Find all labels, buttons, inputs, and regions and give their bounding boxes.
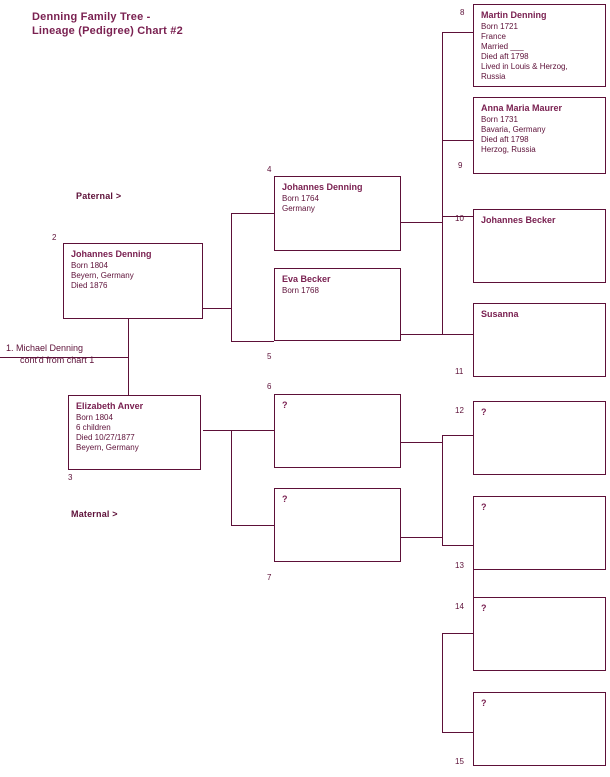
person-name: Elizabeth Anver <box>76 401 144 411</box>
root-person-name: 1. Michael Denning <box>6 343 84 353</box>
person-number-6: 6 <box>267 382 272 391</box>
person-box-14[interactable]: ? <box>473 597 606 671</box>
person-box-11[interactable]: Susanna <box>473 303 606 377</box>
connector-bracket-10-11 <box>442 216 443 335</box>
person-detail: Died 1876 <box>71 281 108 290</box>
person-box-2[interactable]: Johannes Denning Born 1804 Beyern, Germa… <box>63 243 203 319</box>
person-number-11: 11 <box>455 367 464 376</box>
person-name: Eva Becker <box>282 274 331 284</box>
person-name: ? <box>282 494 288 504</box>
person-detail: Died aft 1798 <box>481 135 529 144</box>
paternal-label: Paternal > <box>76 191 122 201</box>
connector-bracket-8-9 <box>442 32 443 223</box>
person-box-12[interactable]: ? <box>473 401 606 475</box>
person-box-7[interactable]: ? <box>274 488 401 562</box>
maternal-label: Maternal > <box>71 509 118 519</box>
connector-to-box5 <box>231 341 274 342</box>
connector-to-box8 <box>442 32 473 33</box>
person-box-8[interactable]: Martin Denning Born 1721 France Married … <box>473 4 606 87</box>
connector-box7-down <box>473 537 474 634</box>
connector-bracket-6-7 <box>231 430 232 525</box>
person-detail: Born 1768 <box>282 286 319 295</box>
person-name: Johannes Denning <box>282 182 363 192</box>
connector-to-box4 <box>231 213 274 214</box>
person-number-15: 15 <box>455 757 464 766</box>
connector-to-box11 <box>442 334 473 335</box>
person-box-15[interactable]: ? <box>473 692 606 766</box>
connector-box7-out <box>401 537 442 538</box>
root-person-label: 1. Michael Denning cont'd from chart 1 <box>6 342 94 366</box>
person-box-10[interactable]: Johannes Becker <box>473 209 606 283</box>
person-box-3[interactable]: Elizabeth Anver Born 1804 6 children Die… <box>68 395 201 470</box>
person-name: ? <box>282 400 288 410</box>
connector-to-box15 <box>442 732 473 733</box>
connector-bracket-14-15 <box>442 633 443 732</box>
person-number-7: 7 <box>267 573 272 582</box>
connector-box4-out <box>401 222 442 223</box>
person-detail: 6 children <box>76 423 111 432</box>
connector-to-box9 <box>442 140 473 141</box>
person-name: ? <box>481 698 487 708</box>
person-detail: Born 1721 <box>481 22 518 31</box>
person-detail: France <box>481 32 506 41</box>
connector-to-box10 <box>442 216 473 217</box>
person-name: ? <box>481 407 487 417</box>
person-name: ? <box>481 603 487 613</box>
person-number-5: 5 <box>267 352 272 361</box>
person-detail: Beyern, Germany <box>71 271 134 280</box>
person-name: Susanna <box>481 309 519 319</box>
connector-to-box14 <box>442 633 473 634</box>
connector-to-box13 <box>442 545 473 546</box>
connector-box3-out <box>203 430 231 431</box>
person-number-10: 10 <box>455 214 464 223</box>
person-number-13: 13 <box>455 561 464 570</box>
connector-root-to-box3 <box>128 357 129 395</box>
connector-box2-out <box>203 308 231 309</box>
person-box-9[interactable]: Anna Maria Maurer Born 1731 Bavaria, Ger… <box>473 97 606 174</box>
person-box-13[interactable]: ? <box>473 496 606 570</box>
person-name: ? <box>481 502 487 512</box>
person-number-4: 4 <box>267 165 272 174</box>
connector-bracket-4-5 <box>231 213 232 309</box>
connector-bracket-4-5-lower <box>231 308 232 342</box>
person-number-14: 14 <box>455 602 464 611</box>
person-number-3: 3 <box>68 473 73 482</box>
person-detail: Lived in Louis & Herzog, <box>481 62 568 71</box>
person-detail: Born 1804 <box>76 413 113 422</box>
root-underline <box>0 357 128 358</box>
person-detail: Married ___ <box>481 42 524 51</box>
person-number-2: 2 <box>52 233 57 242</box>
person-detail: Beyern, Germany <box>76 443 139 452</box>
root-person-continuation: cont'd from chart 1 <box>20 355 95 365</box>
page-title: Denning Family Tree - Lineage (Pedigree)… <box>32 11 183 37</box>
person-detail: Died aft 1798 <box>481 52 529 61</box>
person-detail: Herzog, Russia <box>481 145 536 154</box>
person-number-9: 9 <box>458 161 463 170</box>
connector-bracket-12-13 <box>442 435 443 545</box>
person-detail: Bavaria, Germany <box>481 125 546 134</box>
person-name: Anna Maria Maurer <box>481 103 563 113</box>
person-name: Martin Denning <box>481 10 547 20</box>
connector-to-box12 <box>442 435 473 436</box>
person-detail: Born 1764 <box>282 194 319 203</box>
person-detail: Died 10/27/1877 <box>76 433 135 442</box>
person-box-5[interactable]: Eva Becker Born 1768 <box>274 268 401 341</box>
connector-box6-out <box>401 442 442 443</box>
connector-box5-out <box>401 334 442 335</box>
person-detail: Germany <box>282 204 315 213</box>
person-number-12: 12 <box>455 406 464 415</box>
person-detail: Born 1804 <box>71 261 108 270</box>
person-detail: Born 1731 <box>481 115 518 124</box>
person-box-4[interactable]: Johannes Denning Born 1764 Germany <box>274 176 401 251</box>
person-box-6[interactable]: ? <box>274 394 401 468</box>
connector-root-to-gen2-spouse <box>128 313 129 358</box>
person-name: Johannes Denning <box>71 249 152 259</box>
person-number-8: 8 <box>460 8 465 17</box>
connector-to-box7 <box>231 525 274 526</box>
connector-to-box6 <box>231 430 274 431</box>
person-detail: Russia <box>481 72 506 81</box>
person-name: Johannes Becker <box>481 215 556 225</box>
